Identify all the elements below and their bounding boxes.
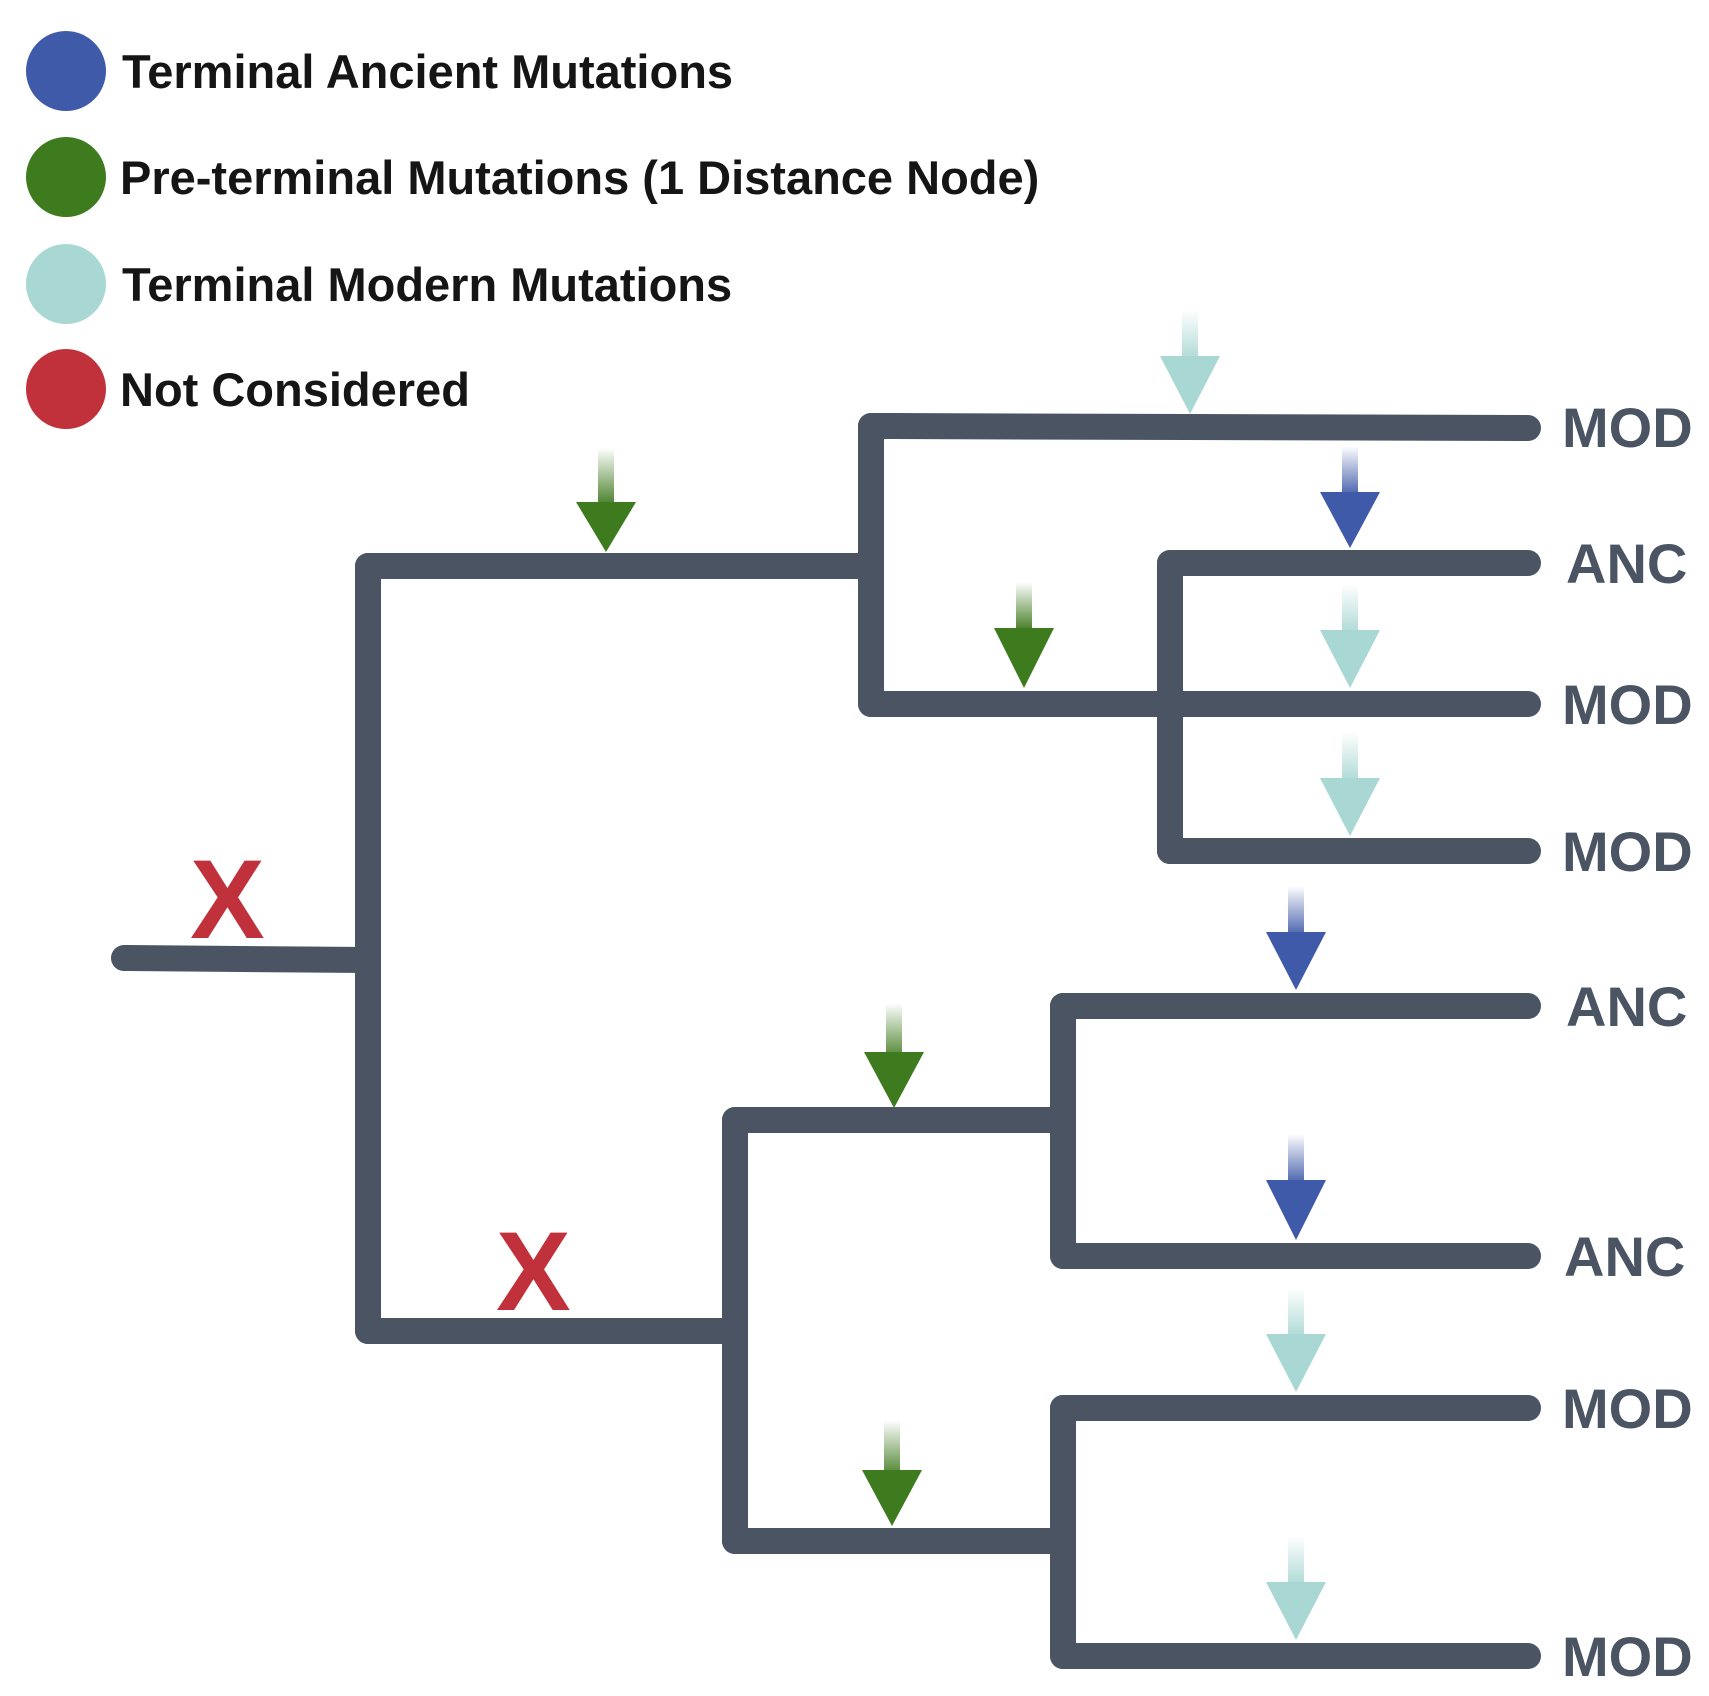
not-considered-mark-root: X	[190, 837, 265, 962]
tip-label-7: MOD	[1562, 1377, 1693, 1440]
preterminal-arrow	[994, 582, 1054, 688]
tip-label-4: MOD	[1562, 820, 1693, 883]
tree-branches	[111, 413, 1541, 1669]
mutation-arrows	[576, 310, 1380, 1640]
tip-label-6: ANC	[1564, 1225, 1685, 1288]
tip-label-3: MOD	[1562, 673, 1693, 736]
modern-arrow	[1160, 310, 1220, 414]
modern-arrow	[1266, 1536, 1326, 1640]
modern-arrow	[1266, 1288, 1326, 1392]
legend-item-not-considered: Not Considered	[26, 349, 470, 429]
legend-item-modern: Terminal Modern Mutations	[26, 244, 732, 324]
legend-label-ancient: Terminal Ancient Mutations	[122, 45, 733, 98]
tip-label-5: ANC	[1566, 975, 1687, 1038]
legend-label-preterminal: Pre-terminal Mutations (1 Distance Node)	[120, 151, 1039, 204]
tip-branch-1	[858, 413, 1541, 441]
tip-label-2: ANC	[1566, 532, 1687, 595]
not-considered-mark-lower: X	[496, 1209, 571, 1334]
legend-label-not-considered: Not Considered	[120, 363, 470, 416]
tip-label-1: MOD	[1562, 396, 1693, 459]
modern-arrow	[1320, 732, 1380, 836]
tip-labels: MOD ANC MOD MOD ANC ANC MOD MOD	[1562, 396, 1693, 1688]
legend-item-preterminal: Pre-terminal Mutations (1 Distance Node)	[26, 137, 1039, 217]
ancient-arrow	[1266, 1134, 1326, 1240]
preterminal-arrow	[862, 1420, 922, 1526]
root-branch	[111, 945, 381, 973]
preterminal-arrow	[576, 448, 636, 552]
tip-label-8: MOD	[1562, 1625, 1693, 1688]
legend-swatch-preterminal	[26, 137, 106, 217]
legend-swatch-ancient	[26, 31, 106, 111]
legend-label-modern: Terminal Modern Mutations	[122, 258, 732, 311]
modern-arrow	[1320, 584, 1380, 688]
not-considered-marks: X X	[190, 837, 571, 1334]
ancient-arrow	[1266, 886, 1326, 990]
legend: Terminal Ancient Mutations Pre-terminal …	[26, 31, 1039, 429]
preterminal-arrow	[864, 1003, 924, 1108]
ancient-arrow	[1320, 446, 1380, 548]
legend-swatch-not-considered	[26, 349, 106, 429]
legend-item-ancient: Terminal Ancient Mutations	[26, 31, 733, 111]
legend-swatch-modern	[26, 244, 106, 324]
